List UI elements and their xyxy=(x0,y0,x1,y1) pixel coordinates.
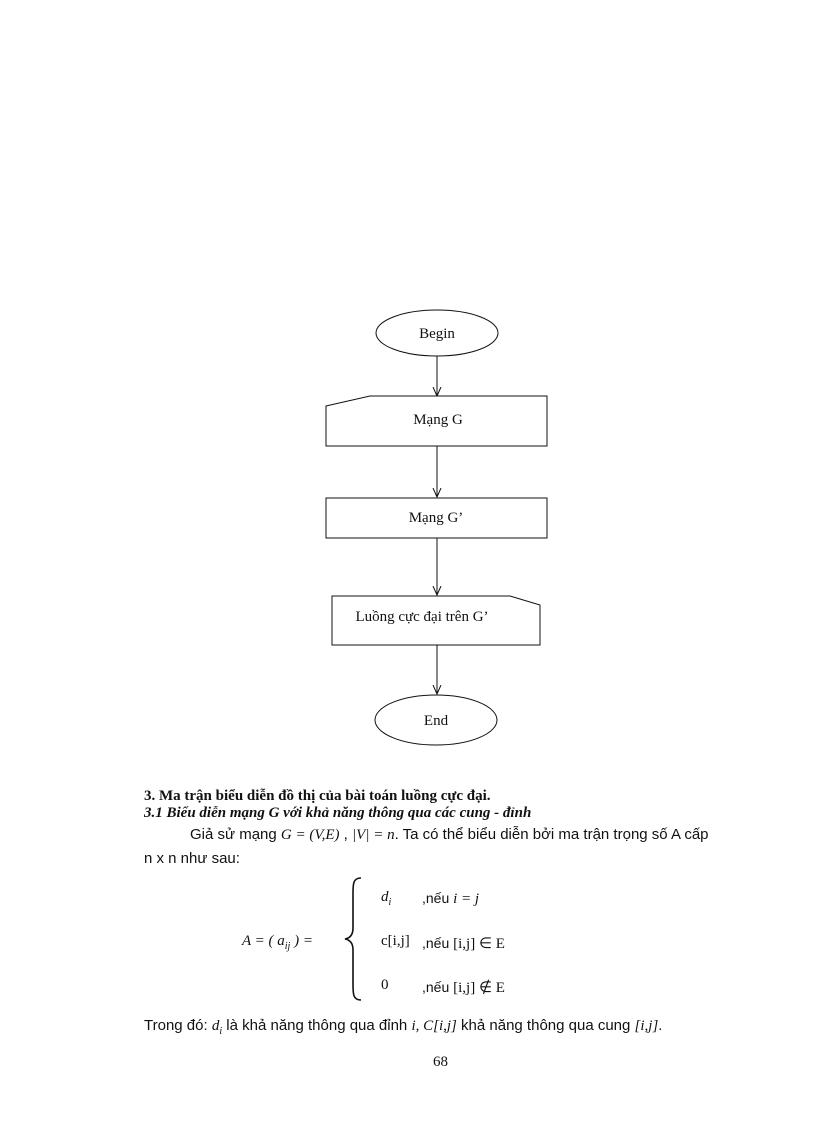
definition-part-3: khả năng thông qua cung xyxy=(456,1017,635,1034)
case-2-cond-math: [i,j] ∈ E xyxy=(453,936,505,952)
matrix-subscript: ij xyxy=(284,941,291,952)
section-subheading: 3.1 Biểu diễn mạng G với khả năng thông … xyxy=(144,805,532,821)
output-luong-cuc-dai: Luồng cực đại trên G’ xyxy=(331,595,541,646)
case-3-value-main: 0 xyxy=(381,977,389,993)
definition-part-1: Trong đó: xyxy=(144,1017,212,1034)
paragraph-definition: Trong đó: di là khả năng thông qua đỉnh … xyxy=(144,1017,662,1037)
input-mang-g-label: Mạng G xyxy=(413,412,463,428)
case-3-value: 0 xyxy=(381,977,389,994)
section-heading: 3. Ma trận biểu diễn đồ thị của bài toán… xyxy=(144,788,491,804)
case-1-value-main: d xyxy=(381,889,389,905)
input-mang-g: Mạng G xyxy=(325,395,548,447)
left-brace-icon xyxy=(344,877,362,1001)
matrix-symbol: A = ( a xyxy=(242,933,285,949)
definition-d-sub: i xyxy=(219,1026,223,1037)
flowchart: Begin Mạng G Mạng G’ Luồng cực đại trên … xyxy=(325,309,548,746)
paragraph-intro: Giả sử mạng G = (V,E) , |V| = n. Ta có t… xyxy=(190,826,709,844)
case-1-cond-math: i = j xyxy=(453,891,480,907)
paragraph-intro-prefix: Giả sử mạng xyxy=(190,826,281,843)
case-2-cond-prefix: ,nếu xyxy=(422,935,454,951)
definition-ij: [i,j] xyxy=(634,1018,659,1034)
case-2-value: c[i,j] xyxy=(381,933,410,950)
graph-formula: G = (V,E) xyxy=(280,827,340,843)
page-number: 68 xyxy=(433,1054,448,1070)
end-label: End xyxy=(424,713,449,729)
case-1-condition: ,nếu i = j xyxy=(422,890,479,908)
case-1-value-sub: i xyxy=(388,897,392,908)
case-1-cond-prefix: ,nếu xyxy=(422,890,454,906)
equation-lhs: A = ( aij ) = xyxy=(242,933,313,952)
case-3-condition: ,nếu [i,j] ∉ E xyxy=(422,978,505,997)
begin-terminal: Begin xyxy=(375,309,499,357)
end-terminal: End xyxy=(374,694,498,746)
paragraph-intro-suffix: . Ta có thể biểu diễn bởi ma trận trọng … xyxy=(394,826,709,843)
process-mang-g2: Mạng G’ xyxy=(325,497,548,539)
equation-equals: ) = xyxy=(290,933,313,949)
output-luong-cuc-dai-label: Luồng cực đại trên G’ xyxy=(355,609,488,625)
case-3-cond-math: [i,j] ∉ E xyxy=(453,980,505,996)
definition-part-2: là khả năng thông qua đỉnh xyxy=(222,1017,412,1034)
case-1-value: di xyxy=(381,889,391,908)
vertex-count-formula: |V| = n xyxy=(352,827,395,843)
case-3-cond-prefix: ,nếu xyxy=(422,979,454,995)
definition-period: . xyxy=(658,1017,663,1034)
paragraph-intro-line2: n x n như sau: xyxy=(144,850,240,867)
begin-label: Begin xyxy=(419,326,455,342)
formula-separator: , xyxy=(339,826,353,843)
case-2-value-main: c[i,j] xyxy=(381,933,410,949)
case-2-condition: ,nếu [i,j] ∈ E xyxy=(422,934,505,953)
definition-d: d xyxy=(211,1018,220,1034)
process-mang-g2-label: Mạng G’ xyxy=(409,510,464,526)
definition-i: i, C[i,j] xyxy=(411,1018,457,1034)
